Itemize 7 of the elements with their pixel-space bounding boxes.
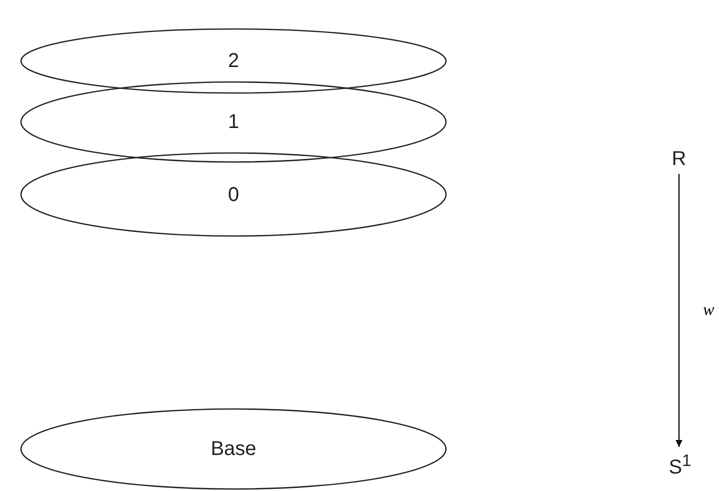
layer-label: Base [210,439,256,459]
space-label: S$^{1}$ [668,452,692,478]
layer-label: 2 [228,51,240,71]
layer-label: 1 [228,112,240,132]
layer-label: 0 [228,184,240,204]
space-label: R [672,149,686,169]
arrow [676,174,682,447]
